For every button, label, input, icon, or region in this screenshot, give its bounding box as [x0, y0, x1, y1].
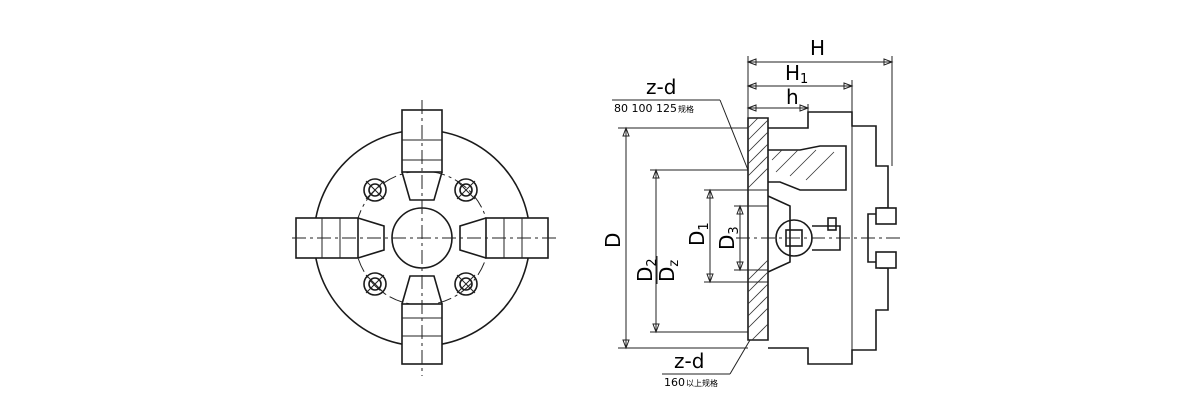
label-D1: D1 — [685, 222, 712, 246]
label-zd-top-note: 80 100 125规格 — [614, 102, 694, 115]
jaw-side-lower — [875, 251, 897, 269]
adjusting-screw-bottom-right — [454, 272, 478, 296]
adjusting-screw-bottom-left — [363, 272, 387, 296]
label-zd-top: z-d — [646, 75, 676, 99]
jaw-side-upper — [875, 207, 897, 225]
adjusting-screw-top-left — [363, 178, 387, 202]
chuck-bore — [768, 145, 847, 191]
dimension-labels: H H1 h z-d 80 100 125规格 z-d 160以上规格 D D2… — [601, 36, 825, 389]
svg-text:Dz: Dz — [655, 260, 682, 282]
label-D3: D3 — [715, 226, 742, 250]
label-D2-Dz: D2 Dz — [633, 256, 682, 284]
label-h: h — [786, 85, 799, 109]
svg-text:D2: D2 — [633, 258, 660, 282]
jaw-screw-side — [775, 217, 841, 257]
flange-section — [747, 117, 769, 341]
side-view — [736, 111, 900, 365]
label-zd-bottom: z-d — [674, 349, 704, 373]
label-H1: H1 — [785, 61, 808, 87]
label-D: D — [601, 233, 625, 248]
dimension-lines — [612, 56, 894, 375]
label-zd-bottom-note: 160以上规格 — [664, 376, 718, 389]
label-H: H — [810, 36, 825, 60]
adjusting-screw-top-right — [454, 178, 478, 202]
front-view — [292, 100, 556, 376]
